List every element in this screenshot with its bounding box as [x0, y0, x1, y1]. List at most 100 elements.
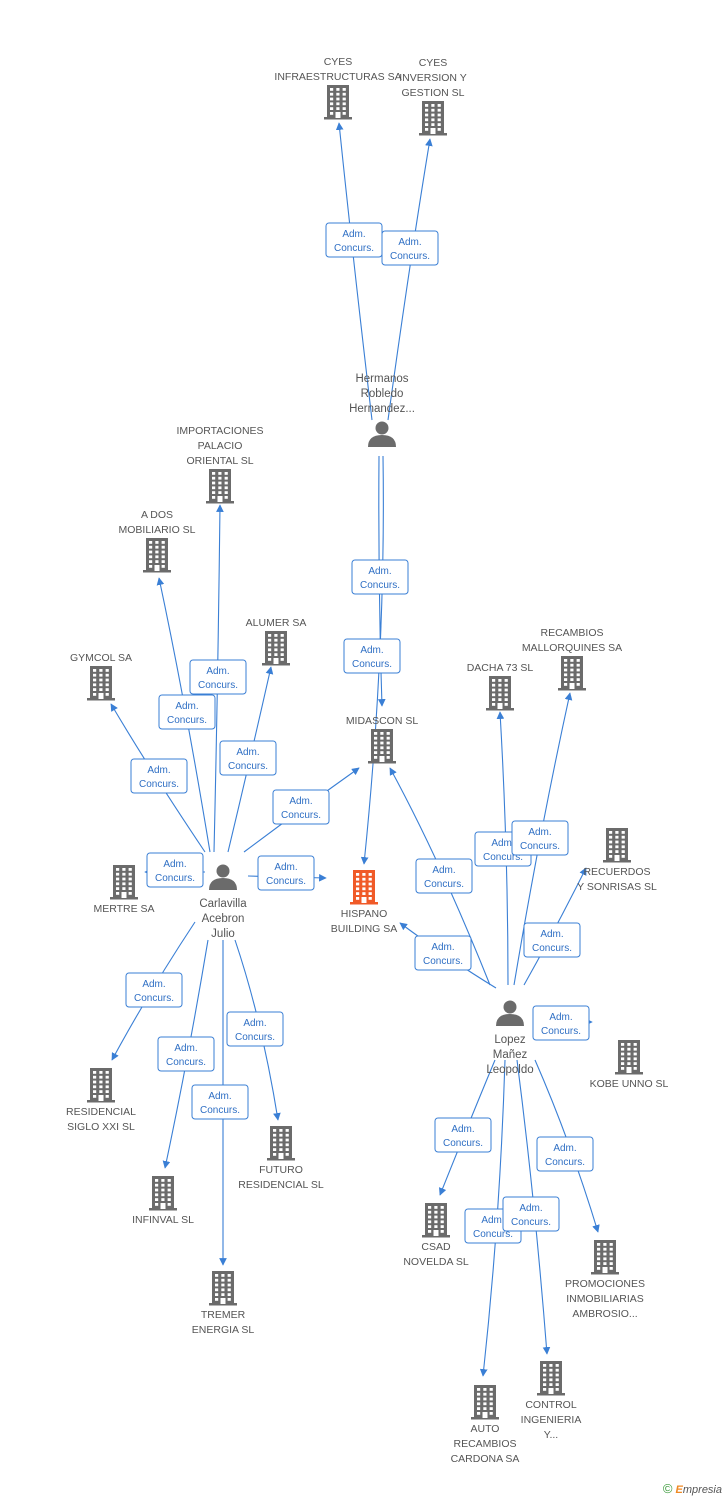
node-alumer[interactable]: ALUMER SA	[246, 617, 307, 666]
edge-label-line: Adm.	[519, 1203, 542, 1214]
edge-label-box	[146, 852, 204, 888]
edge-label-box	[191, 1084, 249, 1120]
edge-label-line: Concurs.	[532, 943, 572, 954]
edge-label-carlavilla-to-residencial[interactable]: Adm.Concurs.	[125, 972, 183, 1008]
edge-label-box	[532, 1005, 590, 1041]
node-label-line: PROMOCIONES	[565, 1278, 645, 1290]
node-label-line: ENERGIA SL	[192, 1324, 255, 1336]
node-midascon[interactable]: MIDASCON SL	[346, 715, 419, 764]
node-label-line: MOBILIARIO SL	[118, 524, 195, 536]
edges-layer	[110, 122, 600, 1377]
edge-label-box	[351, 559, 409, 595]
node-label-line: CSAD	[421, 1241, 451, 1253]
node-gymcol[interactable]: GYMCOL SA	[70, 652, 132, 701]
edge-label-lopez-to-control[interactable]: Adm.Concurs.	[502, 1196, 560, 1232]
edge-label-line: Adm.	[174, 1043, 197, 1054]
edge-label-carlavilla-to-alumer[interactable]: Adm.Concurs.	[219, 740, 277, 776]
edge-label-line: Adm.	[206, 666, 229, 677]
node-kobe[interactable]: KOBE UNNO SL	[590, 1040, 669, 1090]
building-icon	[206, 469, 234, 504]
building-icon	[591, 1240, 619, 1275]
node-hermanos[interactable]: HermanosRobledoHernandez...	[349, 373, 415, 447]
node-label-line: FUTURO	[259, 1164, 303, 1176]
edge-label-hermanos-to-midascon[interactable]: Adm. Concurs.	[351, 559, 409, 595]
edge-label-line: Concurs.	[473, 1229, 513, 1240]
edge-label-line: Concurs.	[235, 1032, 275, 1043]
node-label-line: ALUMER SA	[246, 617, 307, 629]
node-label-line: IMPORTACIONES	[176, 425, 263, 437]
edge-label-hermanos-to-hispano[interactable]: Adm.Concurs.	[343, 638, 401, 674]
edge-label-box	[130, 758, 188, 794]
building-icon	[615, 1040, 643, 1075]
person-icon	[496, 1000, 524, 1026]
edge-label-line: Concurs.	[281, 810, 321, 821]
edge-label-carlavilla-to-infinval[interactable]: Adm.Concurs.	[157, 1036, 215, 1072]
edge-label-lopez-to-recambios_mall[interactable]: Adm.Concurs.	[511, 820, 569, 856]
node-label-line: SIGLO XXI SL	[67, 1121, 135, 1133]
edge-label-line: Concurs.	[167, 715, 207, 726]
edge-label-carlavilla-to-gymcol[interactable]: Adm.Concurs.	[130, 758, 188, 794]
edge-label-line: Concurs.	[198, 680, 238, 691]
edge-label-line: Concurs.	[423, 956, 463, 967]
edge-label-carlavilla-to-midascon[interactable]: Adm.Concurs.	[272, 789, 330, 825]
node-label-line: Acebron	[202, 913, 245, 925]
edge-label-line: Concurs.	[443, 1138, 483, 1149]
building-icon	[87, 666, 115, 701]
edge-label-hermanos-to-cyes_inv[interactable]: Adm.Concurs.	[381, 230, 439, 266]
node-dacha[interactable]: DACHA 73 SL	[467, 662, 534, 711]
edge-label-carlavilla-to-tremer[interactable]: Adm.Concurs.	[191, 1084, 249, 1120]
edge-label-carlavilla-to-futuro[interactable]: Adm.Concurs.	[226, 1011, 284, 1047]
node-label-line: Mañez	[493, 1049, 528, 1061]
edge-label-lopez-to-kobe[interactable]: Adm.Concurs.	[532, 1005, 590, 1041]
edge-label-line: Concurs.	[360, 580, 400, 591]
edge-label-line: Concurs.	[334, 243, 374, 254]
node-label-line: INFRAESTRUCTURAS SA	[274, 71, 401, 83]
edge-label-line: Adm.	[175, 701, 198, 712]
node-label-line: RECAMBIOS	[540, 627, 603, 639]
edge-label-lopez-to-midascon[interactable]: Adm.Concurs.	[415, 858, 473, 894]
node-promociones[interactable]: PROMOCIONESINMOBILIARIASAMBROSIO...	[565, 1240, 645, 1320]
edge-hermanos-to-cyes_inv	[387, 138, 433, 421]
edge-label-carlavilla-to-a_dos[interactable]: Adm. Concurs.	[158, 694, 216, 730]
edge-label-line: Adm.	[368, 566, 391, 577]
edge-label-carlavilla-to-mertre[interactable]: Adm.Concurs.	[146, 852, 204, 888]
edge-label-box	[434, 1117, 492, 1153]
edge-label-lopez-to-recuerdos[interactable]: Adm.Concurs.	[523, 922, 581, 958]
node-label-line: Robledo	[361, 388, 404, 400]
edge-label-box	[158, 694, 216, 730]
node-label-line: MERTRE SA	[93, 903, 154, 915]
edge-label-lopez-to-csad[interactable]: Adm.Concurs.	[434, 1117, 492, 1153]
edge-label-carlavilla-to-hispano[interactable]: Adm.Concurs.	[257, 855, 315, 891]
node-control[interactable]: CONTROLINGENIERIAY...	[521, 1361, 582, 1441]
edge-label-line: Concurs.	[541, 1026, 581, 1037]
edge-label-box	[272, 789, 330, 825]
node-mertre[interactable]: MERTRE SA	[93, 865, 155, 915]
building-icon	[419, 101, 447, 136]
edge-label-carlavilla-to-importaciones[interactable]: Adm. Concurs.	[189, 659, 247, 695]
node-label-line: INGENIERIA	[521, 1414, 582, 1426]
node-label-line: RECAMBIOS	[453, 1438, 516, 1450]
node-infinval[interactable]: INFINVAL SL	[132, 1176, 194, 1226]
edge-label-box	[257, 855, 315, 891]
edge-label-lopez-to-promociones[interactable]: Adm.Concurs.	[536, 1136, 594, 1172]
edge-label-line: Adm.	[163, 859, 186, 870]
node-label-line: INVERSION Y	[399, 72, 467, 84]
edge-label-lopez-to-hispano[interactable]: Adm.Concurs.	[414, 935, 472, 971]
edge-label-hermanos-to-cyes_inf[interactable]: Adm.Concurs.	[325, 222, 383, 258]
edge-label-line: Concurs.	[352, 659, 392, 670]
